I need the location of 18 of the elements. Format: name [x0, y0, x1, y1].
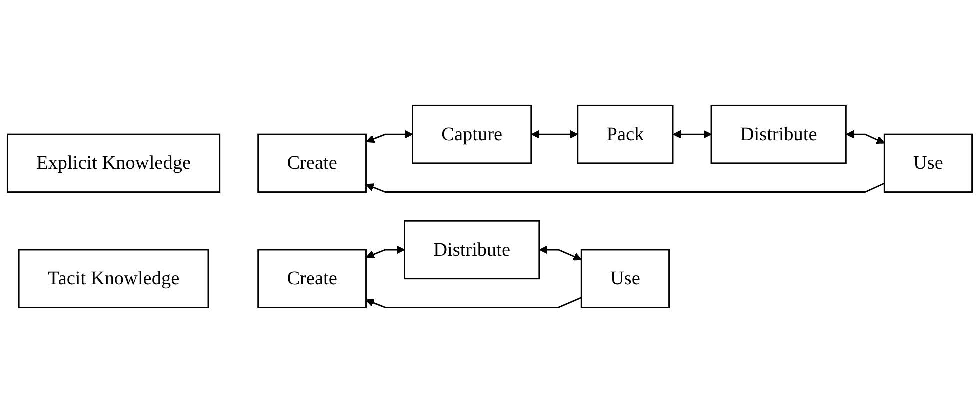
node-box: Tacit Knowledge	[18, 250, 210, 309]
arrow	[673, 130, 712, 140]
node-box: Explicit Knowledge	[6, 134, 221, 194]
arrow	[366, 297, 582, 309]
arrow	[366, 183, 885, 194]
arrow	[846, 130, 886, 144]
node-box: Use	[884, 134, 974, 194]
node-box: Create	[258, 250, 367, 309]
node-box: Create	[258, 134, 367, 194]
node-box: Pack	[577, 105, 674, 164]
arrow	[366, 130, 414, 144]
arrow	[539, 246, 582, 262]
node-box: Capture	[412, 105, 532, 164]
node-box: Distribute	[404, 220, 540, 280]
arrow	[366, 246, 406, 259]
node-box: Use	[580, 250, 670, 309]
arrow	[531, 130, 578, 140]
node-box: Distribute	[710, 105, 847, 164]
